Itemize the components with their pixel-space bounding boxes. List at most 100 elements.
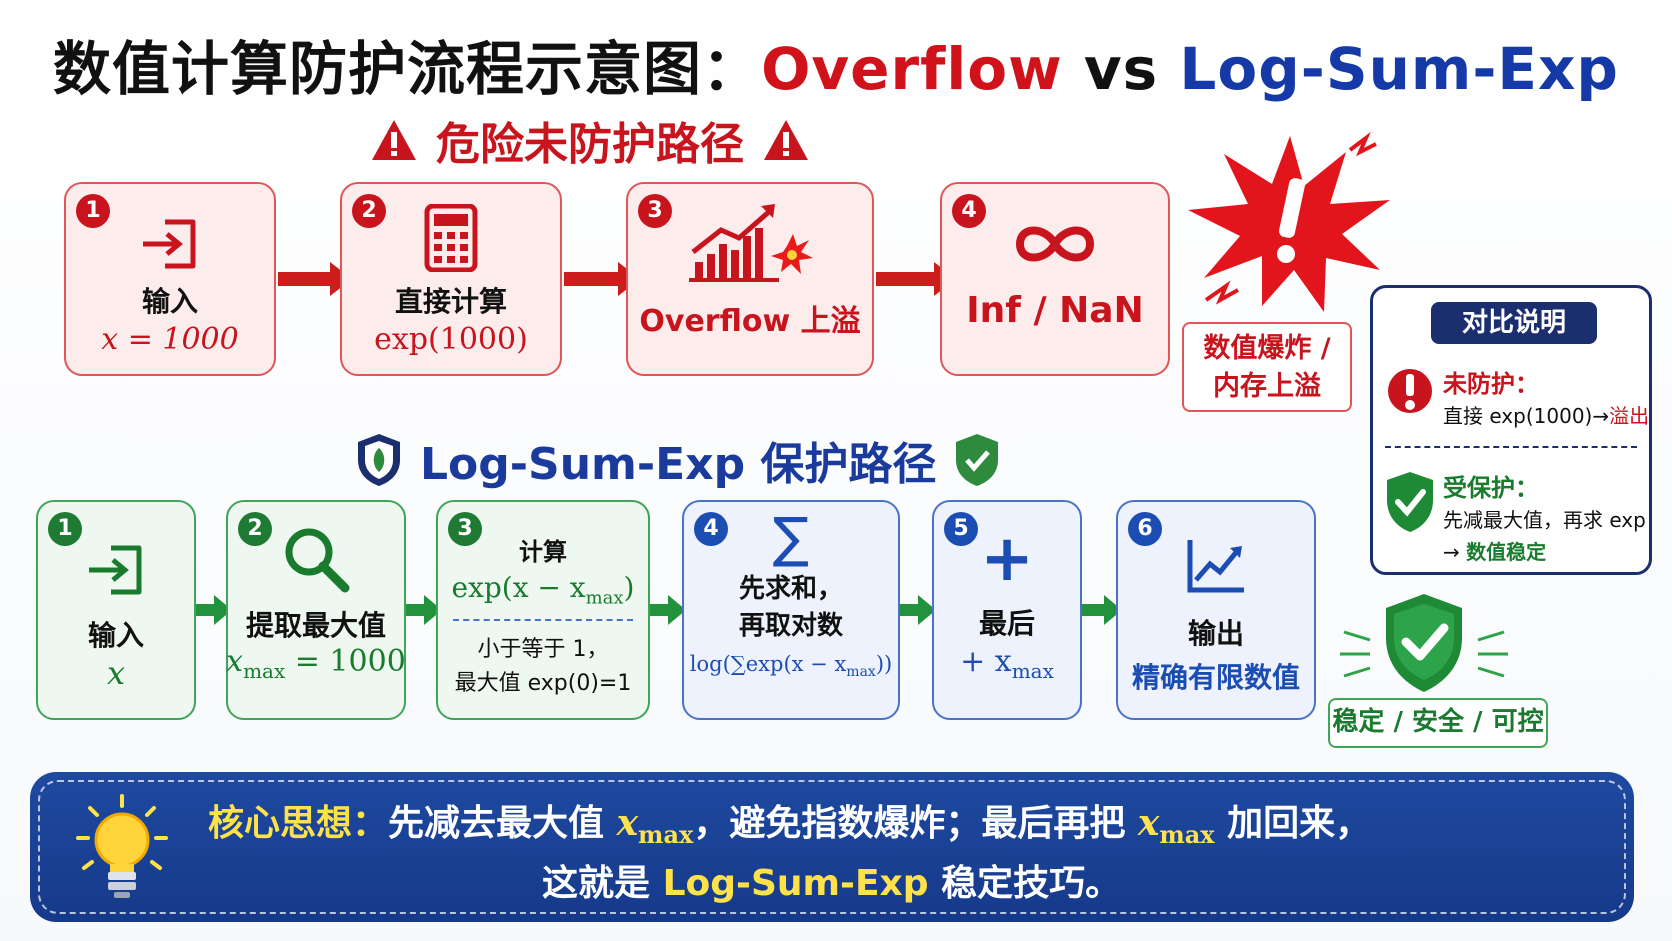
warning-icon <box>372 120 416 160</box>
title-lse: Log-Sum-Exp <box>1179 35 1619 103</box>
banner-var-sub: max <box>638 820 694 850</box>
banner-text: 稳定技巧。 <box>941 863 1122 904</box>
line-chart-icon <box>1187 540 1244 593</box>
step-label: Inf / NaN <box>966 290 1144 331</box>
shield-icon <box>358 434 400 486</box>
step-label: 输入 <box>87 619 144 652</box>
step-number: 4 <box>694 512 728 546</box>
step-formula: xmax = 1000 <box>226 644 406 683</box>
safe-step-6: 6 输出 精确有限数值 <box>1116 500 1316 720</box>
explosion-label-line: 内存上溢 <box>1213 371 1321 402</box>
step-result: 精确有限数值 <box>1131 661 1300 694</box>
banner-text: 先减去最大值 <box>388 803 605 844</box>
step-label: 提取最大值 <box>245 609 386 642</box>
protected-line: 先减最大值，再求 exp <box>1443 508 1646 532</box>
protected-head: 受保护： <box>1443 474 1539 502</box>
formula-main: log(∑exp(x − x <box>689 652 847 676</box>
safe-step-5: 5 + 最后 + xmax <box>932 500 1082 720</box>
flow-arrow <box>406 595 442 625</box>
step-label: 再取对数 <box>738 611 843 641</box>
arrow-glyph: → <box>1443 540 1460 564</box>
unprotected-result: 溢出 <box>1609 404 1650 428</box>
step-number: 4 <box>952 194 986 228</box>
safe-step-4: 4 ∑ 先求和， 再取对数 log(∑exp(x − xmax)) <box>682 500 900 720</box>
step-formula: exp(x − xmax) <box>452 571 635 609</box>
unprotected-line: 直接 exp(1000)→溢出 <box>1443 400 1649 429</box>
step-note: 小于等于 1， <box>477 636 609 662</box>
flow-arrow <box>876 262 956 296</box>
formula-sub: max <box>585 587 624 609</box>
step-number: 5 <box>944 512 978 546</box>
title-cn: 数值计算防护流程示意图： <box>53 35 762 103</box>
danger-step-3: 3 Overflow 上溢 <box>626 182 874 376</box>
explosion-label-line: 数值爆炸 / <box>1203 333 1331 364</box>
banner-var-x: x <box>616 802 639 844</box>
protected-result: 数值稳定 <box>1466 540 1547 564</box>
compare-panel: 对比说明 未防护： 直接 exp(1000)→溢出 受保护： 先减最大值，再求 … <box>1370 285 1652 575</box>
flow-arrow <box>564 262 640 296</box>
formula-main: + x <box>960 644 1012 679</box>
formula-end: ) <box>623 571 635 604</box>
title-overflow: Overflow <box>761 35 1063 103</box>
step-label: 输入 <box>141 285 198 318</box>
title-vs: vs <box>1083 35 1159 103</box>
flow-arrow <box>196 595 232 625</box>
safe-path-heading: Log-Sum-Exp 保护路径 <box>356 428 1000 492</box>
step-number: 6 <box>1128 512 1162 546</box>
stable-label: 稳定 / 安全 / 可控 <box>1328 698 1548 748</box>
step-formula: x = 1000 <box>101 322 239 357</box>
formula-main: exp(x − x <box>451 571 586 604</box>
banner-var: xmax <box>616 802 694 849</box>
step-label: 计算 <box>519 538 567 566</box>
banner-border <box>38 780 1626 914</box>
danger-step-4: 4 Inf / NaN <box>940 182 1170 376</box>
step-label: 输出 <box>1187 617 1244 650</box>
formula-sub: max <box>1011 659 1054 683</box>
step-label: 先求和， <box>738 574 843 604</box>
step-formula: exp(1000) <box>374 322 528 357</box>
safe-step-1: 1 输入 x <box>36 500 196 720</box>
flow-arrow <box>650 595 686 625</box>
page-title: 数值计算防护流程示意图：Overflow vs Log-Sum-Exp <box>0 22 1672 106</box>
compare-title: 对比说明 <box>1431 302 1597 344</box>
flow-arrow <box>1082 595 1122 625</box>
divider <box>453 618 633 621</box>
step-label: Overflow 上溢 <box>639 304 861 339</box>
safe-heading-text: Log-Sum-Exp 保护路径 <box>420 439 937 490</box>
login-input-icon <box>143 219 196 269</box>
banner-var-x: x <box>1137 802 1160 844</box>
step-number: 2 <box>352 194 386 228</box>
shield-check-icon <box>1340 594 1508 692</box>
explosion-icon <box>1188 131 1390 312</box>
calculator-icon <box>424 204 478 272</box>
alert-icon <box>1388 369 1432 413</box>
step-number: 1 <box>48 512 82 546</box>
infinity-icon <box>1015 226 1095 262</box>
danger-path-heading: 危险未防护路径 <box>370 108 810 172</box>
step-formula: x <box>106 654 126 692</box>
login-input-icon <box>89 545 142 595</box>
protected-line: → 数值稳定 <box>1443 536 1546 565</box>
search-icon <box>285 528 350 593</box>
warning-icon <box>764 120 808 160</box>
plus-icon: + <box>980 522 1034 596</box>
formula-sub: max <box>243 659 286 683</box>
banner-text: 这就是 <box>542 863 651 904</box>
danger-heading-text: 危险未防护路径 <box>436 119 744 170</box>
banner-var: xmax <box>1137 802 1215 849</box>
key-idea-banner: 核心思想：先减去最大值 xmax，避免指数爆炸；最后再把 xmax 加回来， 这… <box>30 772 1634 922</box>
step-number: 2 <box>238 512 272 546</box>
safe-step-2: 2 提取最大值 xmax = 1000 <box>226 500 406 720</box>
overflow-chart-icon <box>689 204 813 282</box>
danger-step-1: 1 输入 x = 1000 <box>64 182 276 376</box>
flow-arrow <box>900 595 936 625</box>
key-label: 核心思想： <box>208 803 389 844</box>
flow-arrow <box>278 262 352 296</box>
step-number: 3 <box>638 194 672 228</box>
banner-line-2: 这就是 Log-Sum-Exp 稳定技巧。 <box>542 854 1121 906</box>
step-formula: log(∑exp(x − xmax)) <box>690 652 892 680</box>
banner-line-1: 核心思想：先减去最大值 xmax，避免指数爆炸；最后再把 xmax 加回来， <box>208 794 1371 849</box>
formula-end: )) <box>875 652 893 676</box>
banner-var-sub: max <box>1159 820 1215 850</box>
step-note: 最大值 exp(0)=1 <box>454 670 632 696</box>
